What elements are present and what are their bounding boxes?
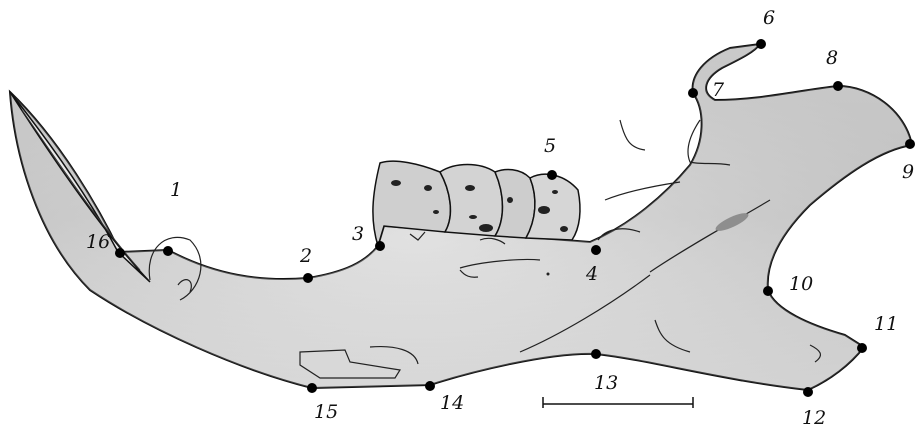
landmark-label-10: 10 — [789, 273, 813, 295]
landmark-label-4: 4 — [585, 263, 598, 285]
landmark-label-8: 8 — [826, 47, 838, 69]
landmark-label-9: 9 — [902, 161, 914, 183]
mental-foramen-dot — [547, 273, 550, 276]
landmark-label-6: 6 — [763, 7, 775, 29]
landmark-point-4 — [591, 245, 601, 255]
landmark-label-5: 5 — [544, 135, 556, 157]
landmark-label-13: 13 — [594, 372, 618, 394]
landmark-point-3 — [375, 241, 385, 251]
scale-bar — [543, 397, 693, 408]
landmark-point-16 — [115, 248, 125, 258]
landmark-point-7 — [688, 88, 698, 98]
landmark-label-16: 16 — [86, 231, 110, 253]
landmark-point-11 — [857, 343, 867, 353]
landmark-point-6 — [756, 39, 766, 49]
landmark-point-13 — [591, 349, 601, 359]
landmark-label-2: 2 — [299, 245, 312, 267]
landmark-point-10 — [763, 286, 773, 296]
landmark-label-15: 15 — [314, 401, 338, 423]
landmark-point-12 — [803, 387, 813, 397]
landmark-label-3: 3 — [352, 223, 364, 245]
landmark-point-14 — [425, 381, 435, 391]
landmark-point-2 — [303, 273, 313, 283]
landmark-label-12: 12 — [802, 407, 826, 429]
landmark-point-15 — [307, 383, 317, 393]
landmark-point-5 — [547, 170, 557, 180]
landmark-point-8 — [833, 81, 843, 91]
molar-2 — [440, 165, 503, 237]
landmark-point-1 — [163, 246, 173, 256]
landmark-label-14: 14 — [440, 392, 464, 414]
landmark-label-1: 1 — [170, 179, 182, 201]
landmark-label-11: 11 — [874, 313, 898, 335]
landmark-label-7: 7 — [712, 79, 725, 101]
landmark-point-9 — [905, 139, 915, 149]
